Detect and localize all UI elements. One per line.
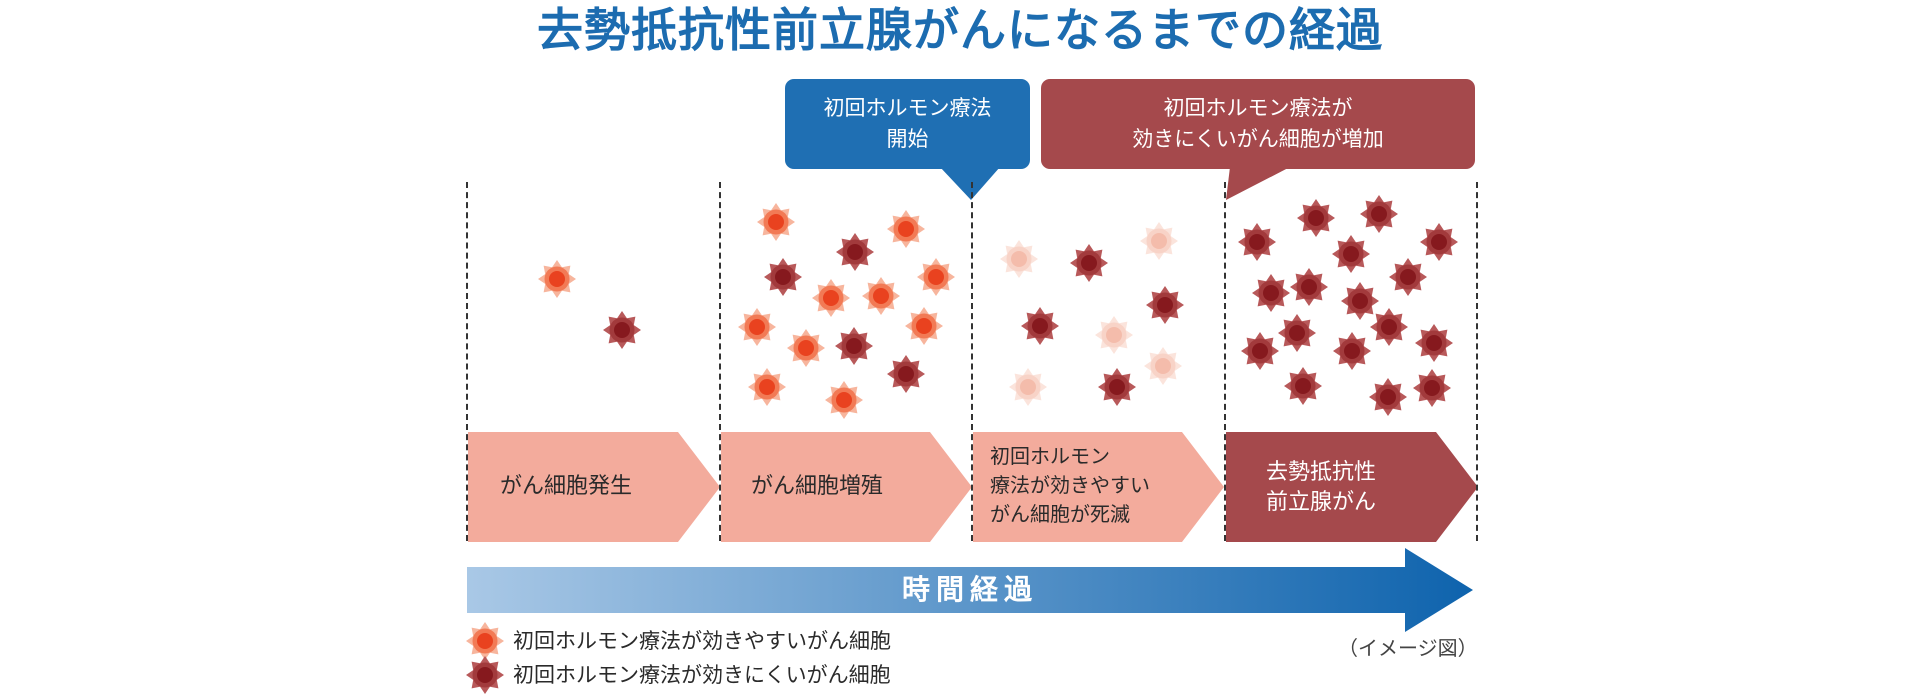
cell-resistant xyxy=(1333,332,1371,370)
timeline-arrow xyxy=(467,548,1473,632)
stage-label-line: がん細胞発生 xyxy=(500,474,633,499)
stage-divider xyxy=(719,182,721,541)
cell-sensitive xyxy=(887,210,925,248)
callout-increase-line1: 初回ホルモン療法が xyxy=(1163,96,1353,120)
callout-increase-pointer xyxy=(1226,167,1290,200)
stage-arrow-4 xyxy=(1226,432,1478,542)
cell-sensitive xyxy=(538,260,576,298)
legend-resistant-cell-icon xyxy=(466,656,504,694)
stage-divider xyxy=(1224,182,1226,541)
cell-resistant xyxy=(1070,244,1108,282)
cell-sensitive xyxy=(862,277,900,315)
stage-label-3: 初回ホルモン 療法が効きやすい がん細胞が死滅 xyxy=(990,442,1150,529)
cell-sensitive xyxy=(825,381,863,419)
cell-resistant xyxy=(1290,268,1328,306)
stage-label-line: 去勢抵抗性 xyxy=(1266,460,1377,485)
cell-resistant xyxy=(1098,368,1136,406)
cell-resistant xyxy=(1252,274,1290,312)
stage-divider xyxy=(1476,182,1478,541)
cell-resistant xyxy=(1413,369,1451,407)
cell-resistant xyxy=(887,355,925,393)
cell-resistant xyxy=(1420,223,1458,261)
cell-resistant xyxy=(1284,367,1322,405)
cell-resistant xyxy=(1297,199,1335,237)
stage-label-line: がん細胞増殖 xyxy=(751,474,884,499)
cell-sensitive xyxy=(787,329,825,367)
cell-dying xyxy=(1095,316,1133,354)
cell-resistant xyxy=(1370,308,1408,346)
image-note: （イメージ図） xyxy=(1338,636,1478,660)
callout-start-line2: 開始 xyxy=(886,127,929,151)
cell-resistant xyxy=(1238,223,1276,261)
cell-sensitive xyxy=(812,279,850,317)
cell-resistant xyxy=(603,311,641,349)
cell-resistant xyxy=(764,258,802,296)
stage-label-line: 初回ホルモン xyxy=(990,444,1110,468)
cell-dying xyxy=(1009,368,1047,406)
cell-sensitive xyxy=(738,308,776,346)
cell-resistant xyxy=(1021,307,1059,345)
stage-divider xyxy=(971,182,973,541)
callout-increase-line2: 効きにくいがん細胞が増加 xyxy=(1132,127,1384,151)
cell-resistant xyxy=(1369,378,1407,416)
callout-start-pointer xyxy=(940,167,1000,200)
cell-resistant xyxy=(1241,332,1279,370)
cell-sensitive xyxy=(917,258,955,296)
cell-resistant xyxy=(1389,258,1427,296)
stage-label-line: 前立腺がん xyxy=(1266,490,1377,515)
cell-resistant xyxy=(1360,195,1398,233)
cell-resistant xyxy=(1146,286,1184,324)
stage-label-1: がん細胞発生 xyxy=(500,472,632,502)
cell-sensitive xyxy=(757,203,795,241)
legend-sensitive-label: 初回ホルモン療法が効きやすいがん細胞 xyxy=(513,629,891,653)
stage-arrow-1 xyxy=(468,432,720,542)
cell-dying xyxy=(1144,347,1182,385)
cell-sensitive xyxy=(905,307,943,345)
cell-sensitive xyxy=(748,368,786,406)
cell-resistant xyxy=(1341,282,1379,320)
cell-resistant xyxy=(1415,324,1453,362)
callout-therapy-start: 初回ホルモン療法 開始 xyxy=(785,79,1030,169)
stage-label-line: がん細胞が死滅 xyxy=(990,502,1130,526)
timeline-label: 時間経過 xyxy=(901,573,1038,606)
diagram-title: 去勢抵抗性前立腺がんになるまでの経過 xyxy=(537,3,1383,57)
stage-label-line: 療法が効きやすい xyxy=(990,473,1150,497)
stage-arrow-2 xyxy=(721,432,972,542)
cell-resistant xyxy=(835,327,873,365)
legend-resistant-label: 初回ホルモン療法が効きにくいがん細胞 xyxy=(513,663,891,687)
stage-label-2: がん細胞増殖 xyxy=(751,472,883,502)
cell-resistant xyxy=(1278,314,1316,352)
callout-resistant-increase: 初回ホルモン療法が 効きにくいがん細胞が増加 xyxy=(1041,79,1475,169)
stage-arrow-3 xyxy=(973,432,1224,542)
legend-sensitive-cell-icon xyxy=(466,622,504,660)
cell-dying xyxy=(1000,240,1038,278)
stage-divider xyxy=(466,182,468,541)
cell-resistant xyxy=(836,233,874,271)
cell-resistant xyxy=(1332,235,1370,273)
cell-dying xyxy=(1140,222,1178,260)
callout-start-line1: 初回ホルモン療法 xyxy=(823,96,992,120)
stage-label-4: 去勢抵抗性 前立腺がん xyxy=(1266,458,1376,518)
